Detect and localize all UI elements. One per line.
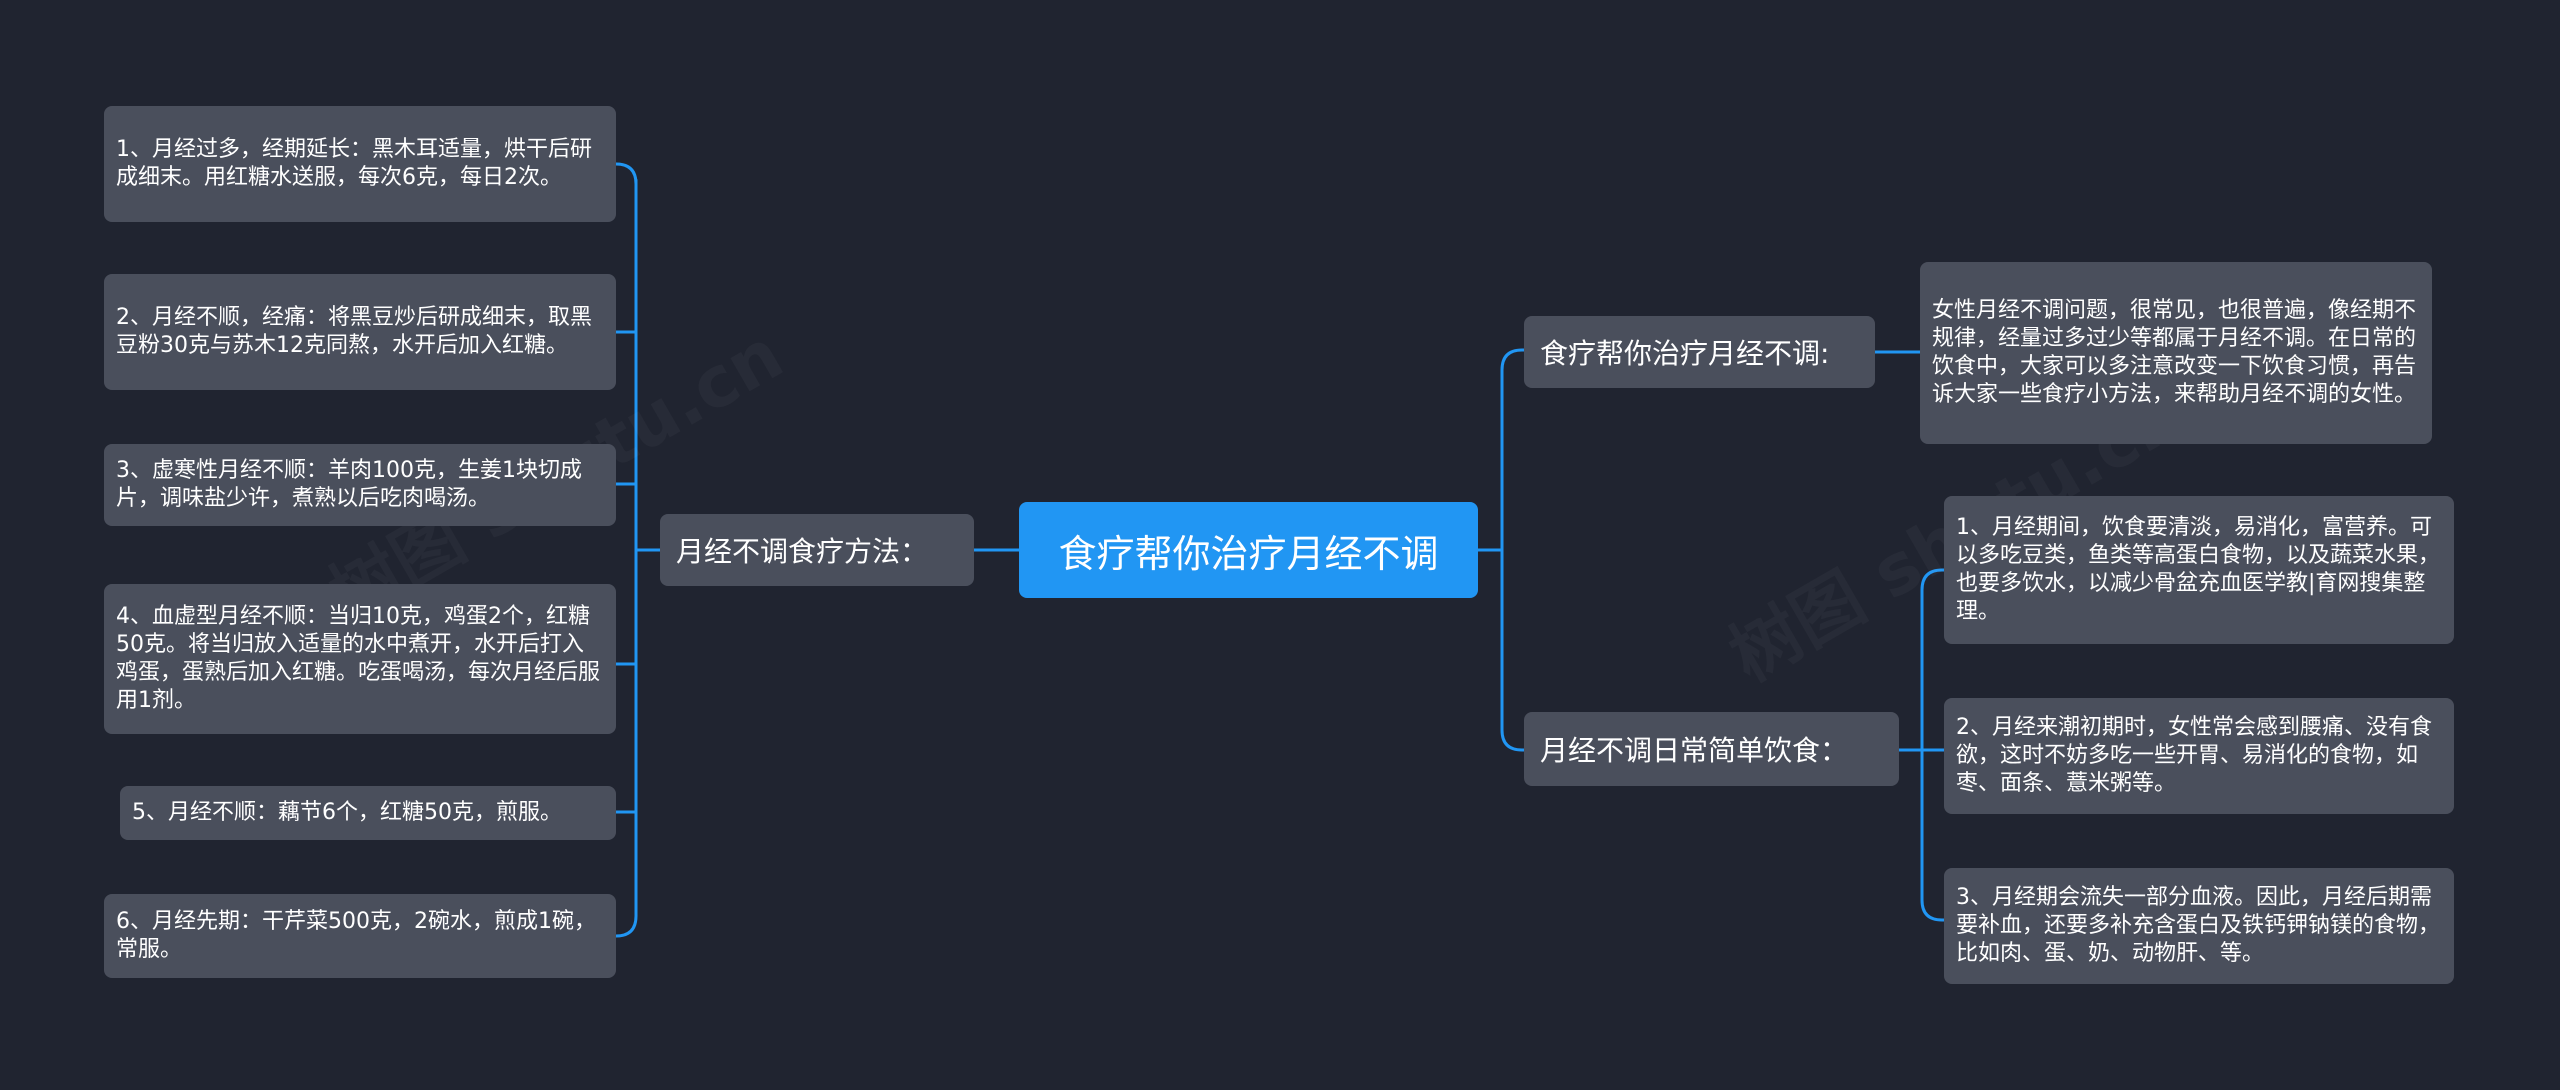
leaf-text: 1、月经期间，饮食要清淡，易消化，富营养。可以多吃豆类，鱼类等高蛋白食物，以及蔬… bbox=[1956, 515, 2441, 624]
connector-root-right bbox=[1476, 348, 1527, 752]
leaf-right-bottom-2[interactable]: 2、月经来潮初期时，女性常会感到腰痛、没有食欲，这时不妨多吃一些开胃、易消化的食… bbox=[1944, 698, 2454, 814]
leaf-text: 3、虚寒性月经不顺：羊肉100克，生姜1块切成片，调味盐少许，煮熟以后吃肉喝汤。 bbox=[116, 458, 582, 511]
connector-left-trunk bbox=[614, 162, 662, 938]
leaf-text: 女性月经不调问题，很常见，也很普遍，像经期不规律，经量过多过少等都属于月经不调。… bbox=[1932, 298, 2417, 407]
branch-daily-simple-diet[interactable]: 月经不调日常简单饮食： bbox=[1524, 712, 1899, 786]
branch-diet-therapy-intro[interactable]: 食疗帮你治疗月经不调: bbox=[1524, 316, 1875, 388]
leaf-text: 2、月经来潮初期时，女性常会感到腰痛、没有食欲，这时不妨多吃一些开胃、易消化的食… bbox=[1956, 715, 2432, 796]
leaf-text: 6、月经先期：干芹菜500克，2碗水，煎成1碗，常服。 bbox=[116, 909, 596, 962]
root-node[interactable]: 食疗帮你治疗月经不调 bbox=[1019, 502, 1478, 598]
branch-diet-therapy-methods[interactable]: 月经不调食疗方法： bbox=[660, 514, 974, 586]
leaf-right-top[interactable]: 女性月经不调问题，很常见，也很普遍，像经期不规律，经量过多过少等都属于月经不调。… bbox=[1920, 262, 2432, 444]
leaf-left-6[interactable]: 6、月经先期：干芹菜500克，2碗水，煎成1碗，常服。 bbox=[104, 894, 616, 978]
leaf-right-bottom-3[interactable]: 3、月经期会流失一部分血液。因此，月经后期需要补血，还要多补充含蛋白及铁钙钾钠镁… bbox=[1944, 868, 2454, 984]
branch-label: 月经不调日常简单饮食： bbox=[1540, 734, 1849, 767]
branch-label: 食疗帮你治疗月经不调: bbox=[1540, 337, 1830, 370]
leaf-left-3[interactable]: 3、虚寒性月经不顺：羊肉100克，生姜1块切成片，调味盐少许，煮熟以后吃肉喝汤。 bbox=[104, 444, 616, 526]
leaf-text: 1、月经过多，经期延长：黑木耳适量，烘干后研成细末。用红糖水送服，每次6克，每日… bbox=[116, 137, 592, 190]
branch-label: 月经不调食疗方法： bbox=[676, 535, 929, 568]
leaf-left-1[interactable]: 1、月经过多，经期延长：黑木耳适量，烘干后研成细末。用红糖水送服，每次6克，每日… bbox=[104, 106, 616, 222]
leaf-left-5[interactable]: 5、月经不顺：藕节6个，红糖50克，煎服。 bbox=[120, 786, 616, 840]
leaf-text: 3、月经期会流失一部分血液。因此，月经后期需要补血，还要多补充含蛋白及铁钙钾钠镁… bbox=[1956, 885, 2441, 966]
leaf-text: 2、月经不顺，经痛：将黑豆炒后研成细末，取黑豆粉30克与苏木12克同熬，水开后加… bbox=[116, 305, 592, 358]
root-label: 食疗帮你治疗月经不调 bbox=[1058, 531, 1439, 576]
connector-right-bottom-trunk bbox=[1897, 568, 1946, 922]
leaf-text: 4、血虚型月经不顺：当归10克，鸡蛋2个，红糖50克。将当归放入适量的水中煮开，… bbox=[116, 604, 601, 713]
leaf-right-bottom-1[interactable]: 1、月经期间，饮食要清淡，易消化，富营养。可以多吃豆类，鱼类等高蛋白食物，以及蔬… bbox=[1944, 496, 2454, 644]
leaf-left-4[interactable]: 4、血虚型月经不顺：当归10克，鸡蛋2个，红糖50克。将当归放入适量的水中煮开，… bbox=[104, 584, 616, 734]
leaf-text: 5、月经不顺：藕节6个，红糖50克，煎服。 bbox=[132, 800, 562, 825]
leaf-left-2[interactable]: 2、月经不顺，经痛：将黑豆炒后研成细末，取黑豆粉30克与苏木12克同熬，水开后加… bbox=[104, 274, 616, 390]
